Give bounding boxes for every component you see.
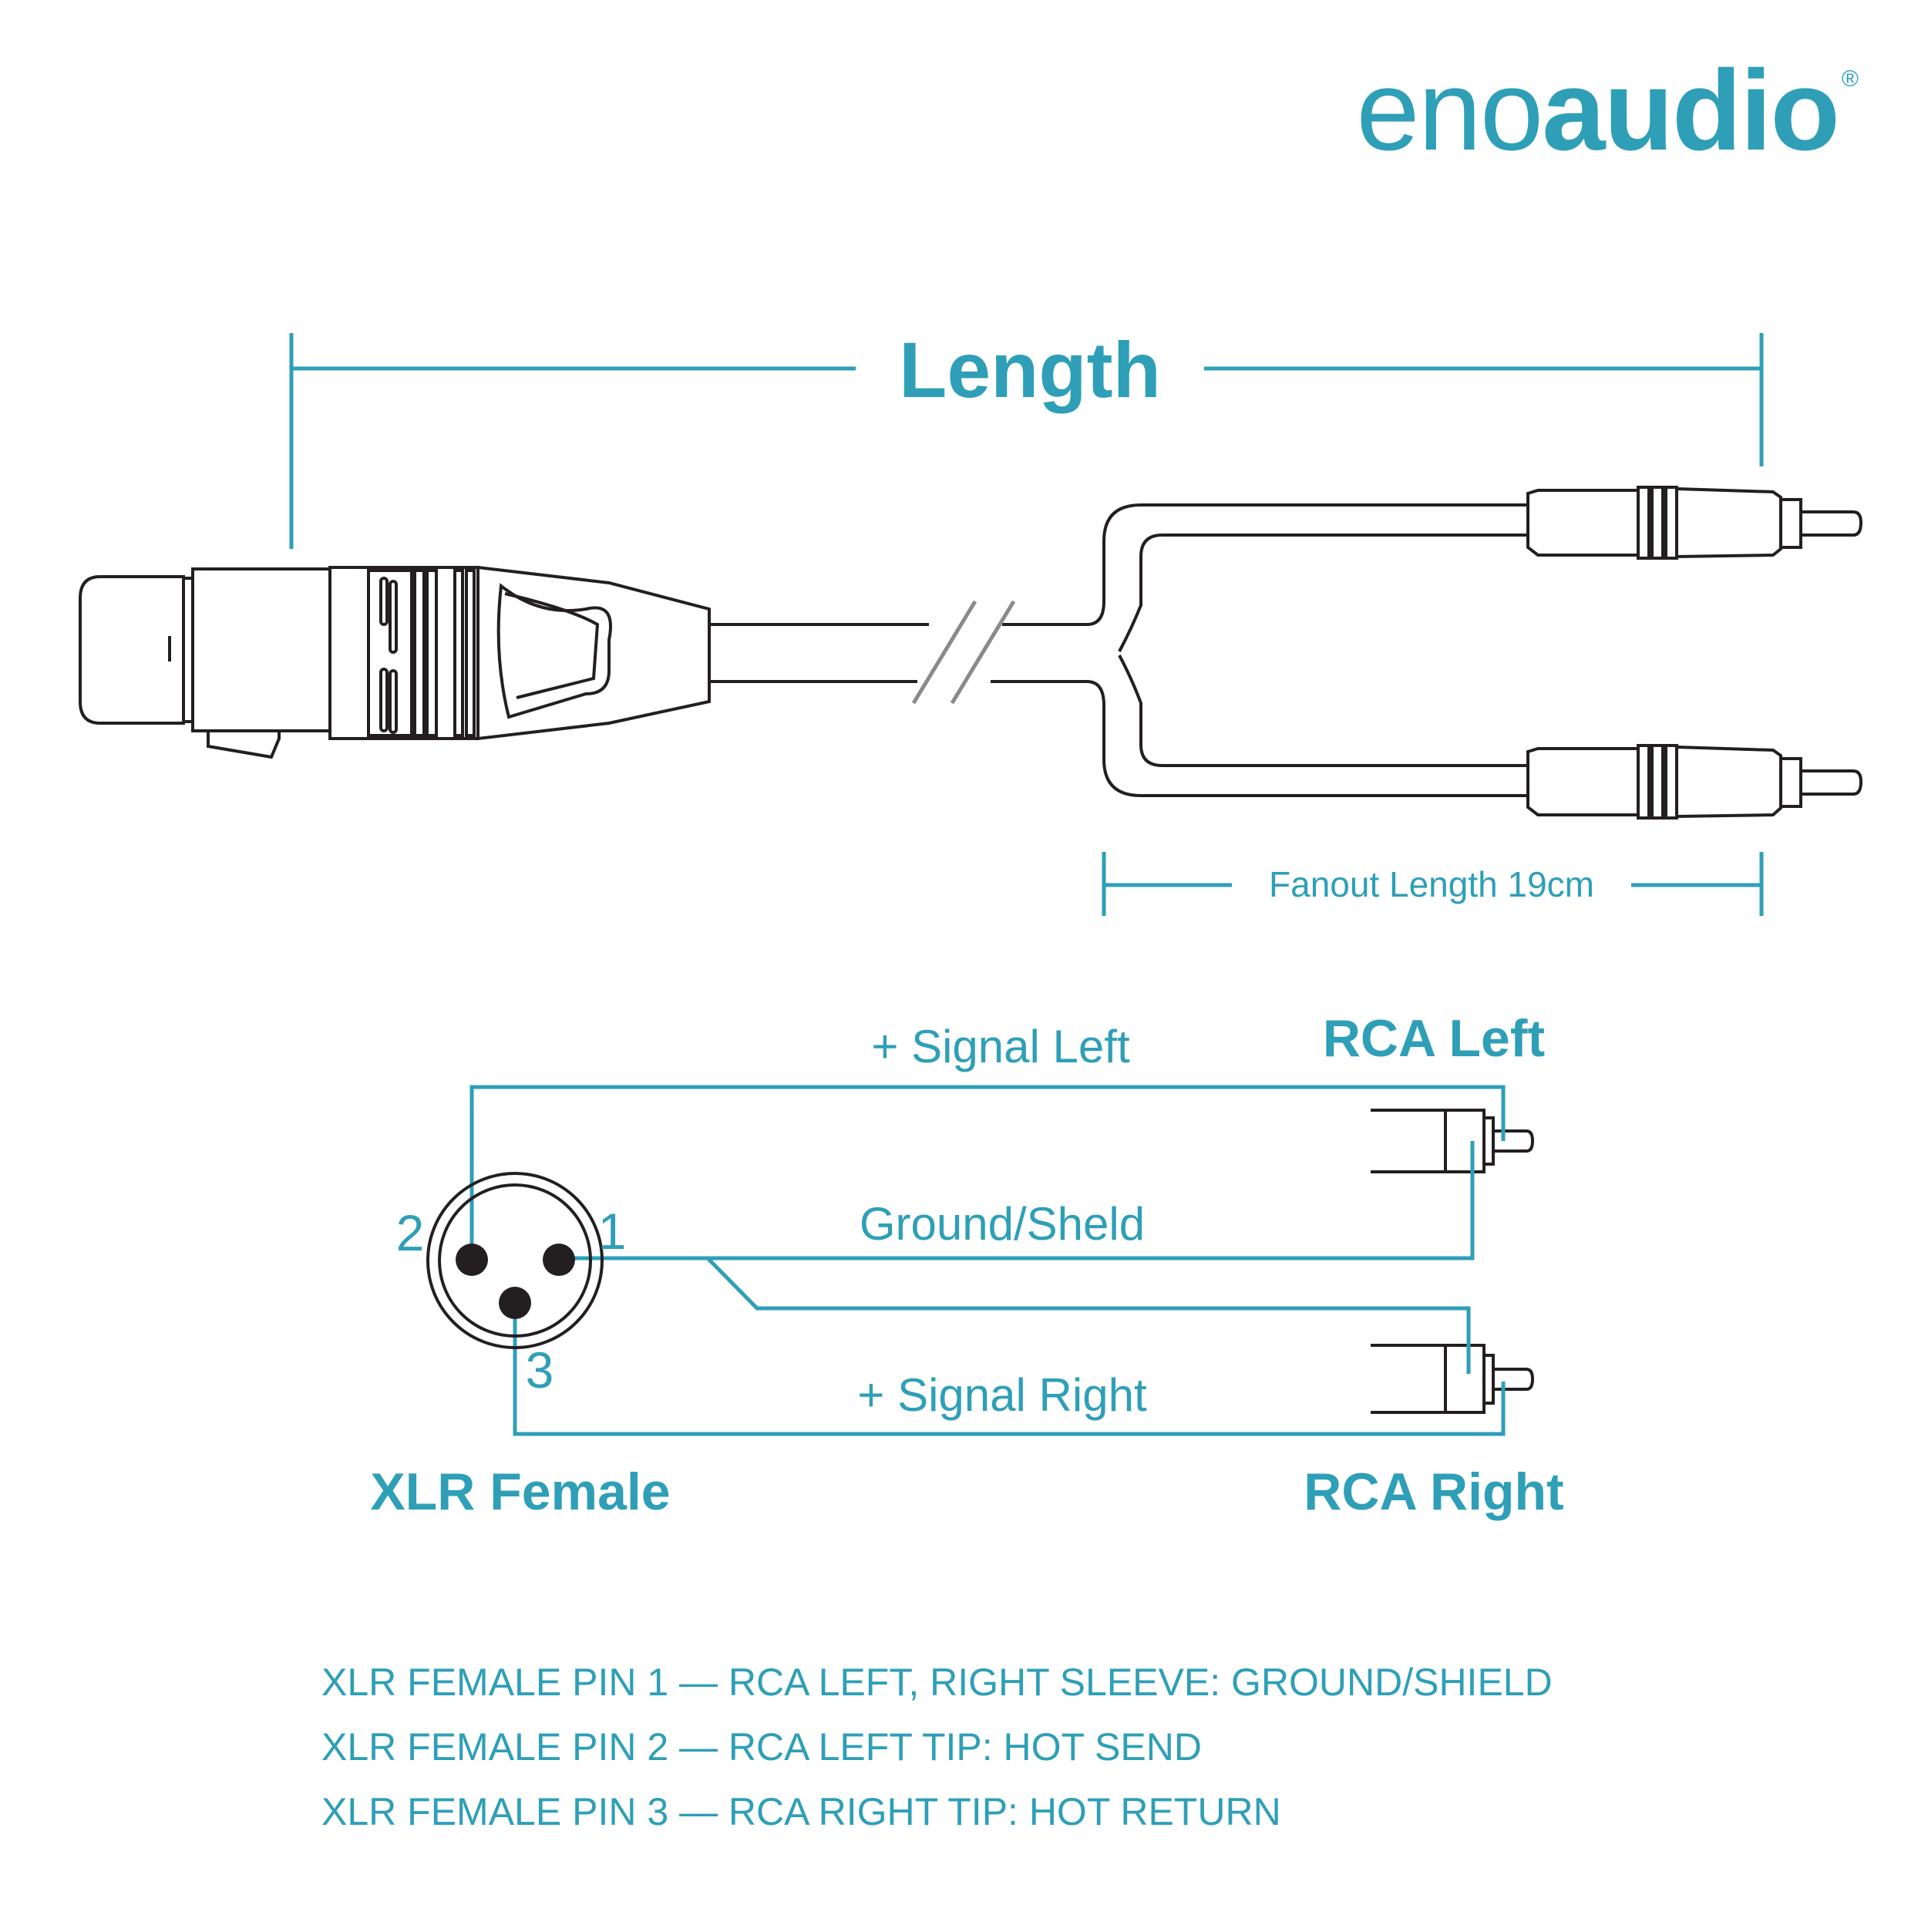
wire-contacts [1466, 1087, 1506, 1434]
rca-right-shell [1444, 1344, 1486, 1414]
rca-bottom-band-1 [1637, 744, 1650, 820]
rca-right-label: RCA Right [1304, 1462, 1563, 1521]
xlr-grip-slot-1 [379, 577, 389, 626]
xlr-face-inner [438, 1183, 592, 1338]
fanout-dimension [1102, 852, 1764, 916]
brand-name-bold: audio [1542, 47, 1840, 174]
main-cable [709, 503, 1528, 797]
fanout-bottom-inner [1118, 655, 1528, 767]
rca-bottom-shell [1675, 745, 1782, 819]
pin-3-label: 3 [526, 1341, 554, 1399]
rca-bottom-body [1526, 747, 1640, 816]
rca-bottom-band-3 [1664, 744, 1678, 820]
break-line-2 [950, 600, 1016, 705]
pinout-note: XLR FEMALE PIN 3 — RCA RIGHT TIP: HOT RE… [321, 1790, 1281, 1833]
pin-1-label: 1 [598, 1203, 627, 1260]
brand-logo: enoaudio® [1356, 54, 1859, 168]
fanout-top-inner [1118, 533, 1528, 652]
fanout-top-outer [1086, 503, 1528, 626]
xlr-grip-band-3 [453, 569, 464, 737]
xlr-face-outer [426, 1172, 604, 1349]
xlr-pin-3 [499, 1287, 531, 1319]
xlr-grip-band-1 [413, 569, 426, 737]
rca-left-pin [1492, 1129, 1535, 1153]
rca-left-shell [1444, 1109, 1486, 1173]
xlr-female-label: XLR Female [370, 1462, 670, 1521]
xlr-grip-band-4 [465, 569, 476, 737]
ground-label: Ground/Sheld [860, 1198, 1145, 1250]
registered-mark: ® [1841, 66, 1859, 92]
pin-2-label: 2 [396, 1204, 425, 1261]
wire-ground-right [706, 1257, 1471, 1372]
rca-left-body-end [1432, 1109, 1447, 1173]
rca-left-label: RCA Left [1323, 1009, 1545, 1068]
rca-top-band-2 [1650, 486, 1664, 560]
rca-bottom-band-2 [1650, 744, 1664, 820]
xlr-grip-slot-4 [389, 669, 398, 734]
xlr-grip-slot-2 [379, 668, 389, 732]
xlr-grip-band-2 [426, 569, 438, 737]
rca-top-pin [1799, 510, 1863, 537]
rca-left-symbol [1371, 1109, 1535, 1173]
fanout-bottom-outer [1086, 680, 1528, 797]
rca-top-body [1526, 489, 1640, 557]
xlr-boot-grip-inner [504, 592, 600, 699]
wiring-diagram: 2 1 3 [370, 1009, 1563, 1521]
xlr-connector-drawing [79, 565, 711, 759]
xlr-front-insert [79, 575, 185, 725]
cable-drawing: Length [79, 326, 1863, 916]
signal-right-label: + Signal Right [857, 1369, 1147, 1421]
xlr-pin-1 [543, 1244, 575, 1276]
pinout-notes: XLR FEMALE PIN 1 — RCA LEFT, RIGHT SLEEV… [321, 1650, 1553, 1844]
length-dimension [289, 333, 1764, 549]
rca-top-sleeve [1779, 498, 1802, 549]
rca-top-shell [1675, 486, 1782, 559]
rca-top-band-3 [1664, 486, 1678, 560]
rca-right-symbol [1371, 1344, 1535, 1414]
rca-right-pin [1492, 1368, 1535, 1391]
pinout-note: XLR FEMALE PIN 1 — RCA LEFT, RIGHT SLEEV… [321, 1661, 1553, 1704]
rca-plug-top [1526, 486, 1863, 560]
rca-right-body-end [1432, 1344, 1447, 1414]
cable-break-mark [911, 600, 1016, 705]
signal-left-label: + Signal Left [871, 1021, 1130, 1072]
pinout-note: XLR FEMALE PIN 2 — RCA LEFT TIP: HOT SEN… [321, 1725, 1202, 1769]
rca-bottom-sleeve [1779, 757, 1802, 808]
xlr-pin-2 [456, 1244, 488, 1276]
fanout-label: Fanout Length 19cm [1269, 864, 1594, 904]
xlr-grip-slot-3 [389, 580, 398, 654]
rca-plug-bottom [1526, 744, 1863, 820]
rca-bottom-pin [1799, 769, 1863, 796]
brand-name-light: eno [1356, 47, 1543, 174]
length-label: Length [899, 326, 1161, 414]
break-line-1 [911, 600, 977, 705]
rca-top-band-1 [1637, 486, 1650, 560]
xlr-female-face [426, 1172, 604, 1349]
xlr-body [191, 567, 331, 732]
